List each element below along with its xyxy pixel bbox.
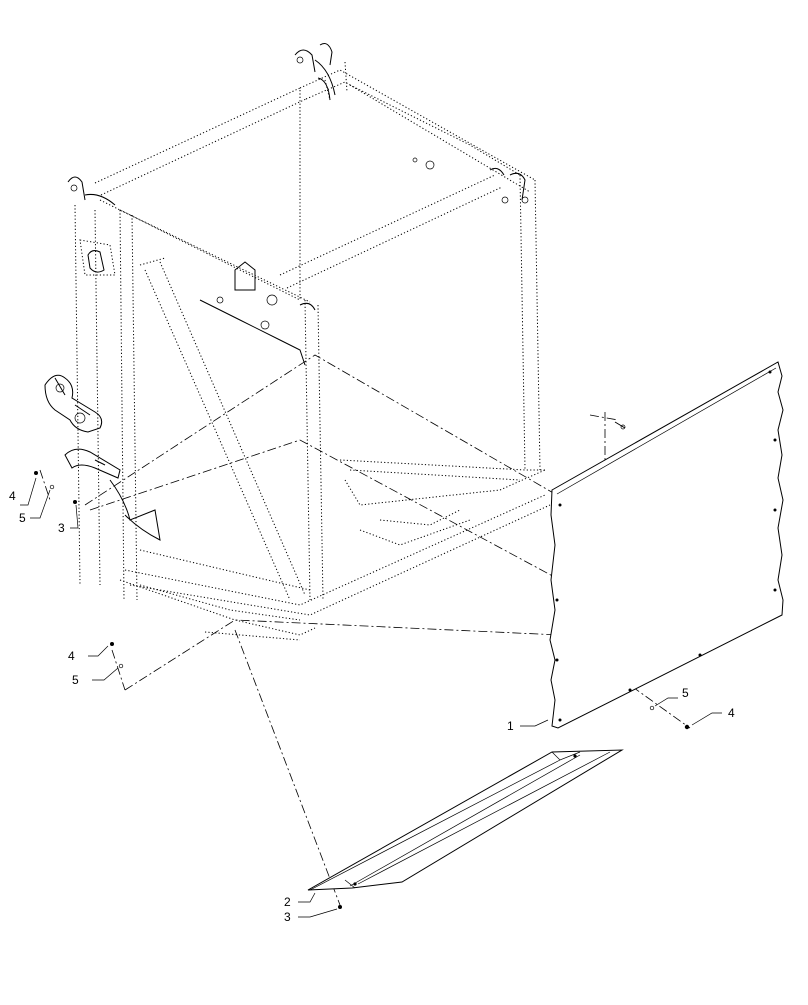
callout-3: 3 — [58, 521, 65, 535]
frame-assembly — [67, 43, 551, 641]
callout-5: 5 — [72, 673, 79, 687]
callout-3: 3 — [284, 910, 291, 924]
hydraulic-fittings — [44, 250, 161, 541]
callout-labels: 4 5 3 4 5 1 5 4 2 3 — [9, 489, 735, 924]
callout-2: 2 — [284, 895, 291, 909]
callout-4: 4 — [68, 649, 75, 663]
callout-1: 1 — [507, 719, 514, 733]
side-panel — [549, 361, 784, 729]
callout-5: 5 — [19, 511, 26, 525]
callout-4: 4 — [9, 489, 16, 503]
leader-lines — [20, 477, 722, 918]
callout-4: 4 — [728, 706, 735, 720]
fasteners — [34, 421, 690, 909]
bottom-angle-bracket — [307, 749, 624, 891]
callout-5: 5 — [682, 686, 689, 700]
